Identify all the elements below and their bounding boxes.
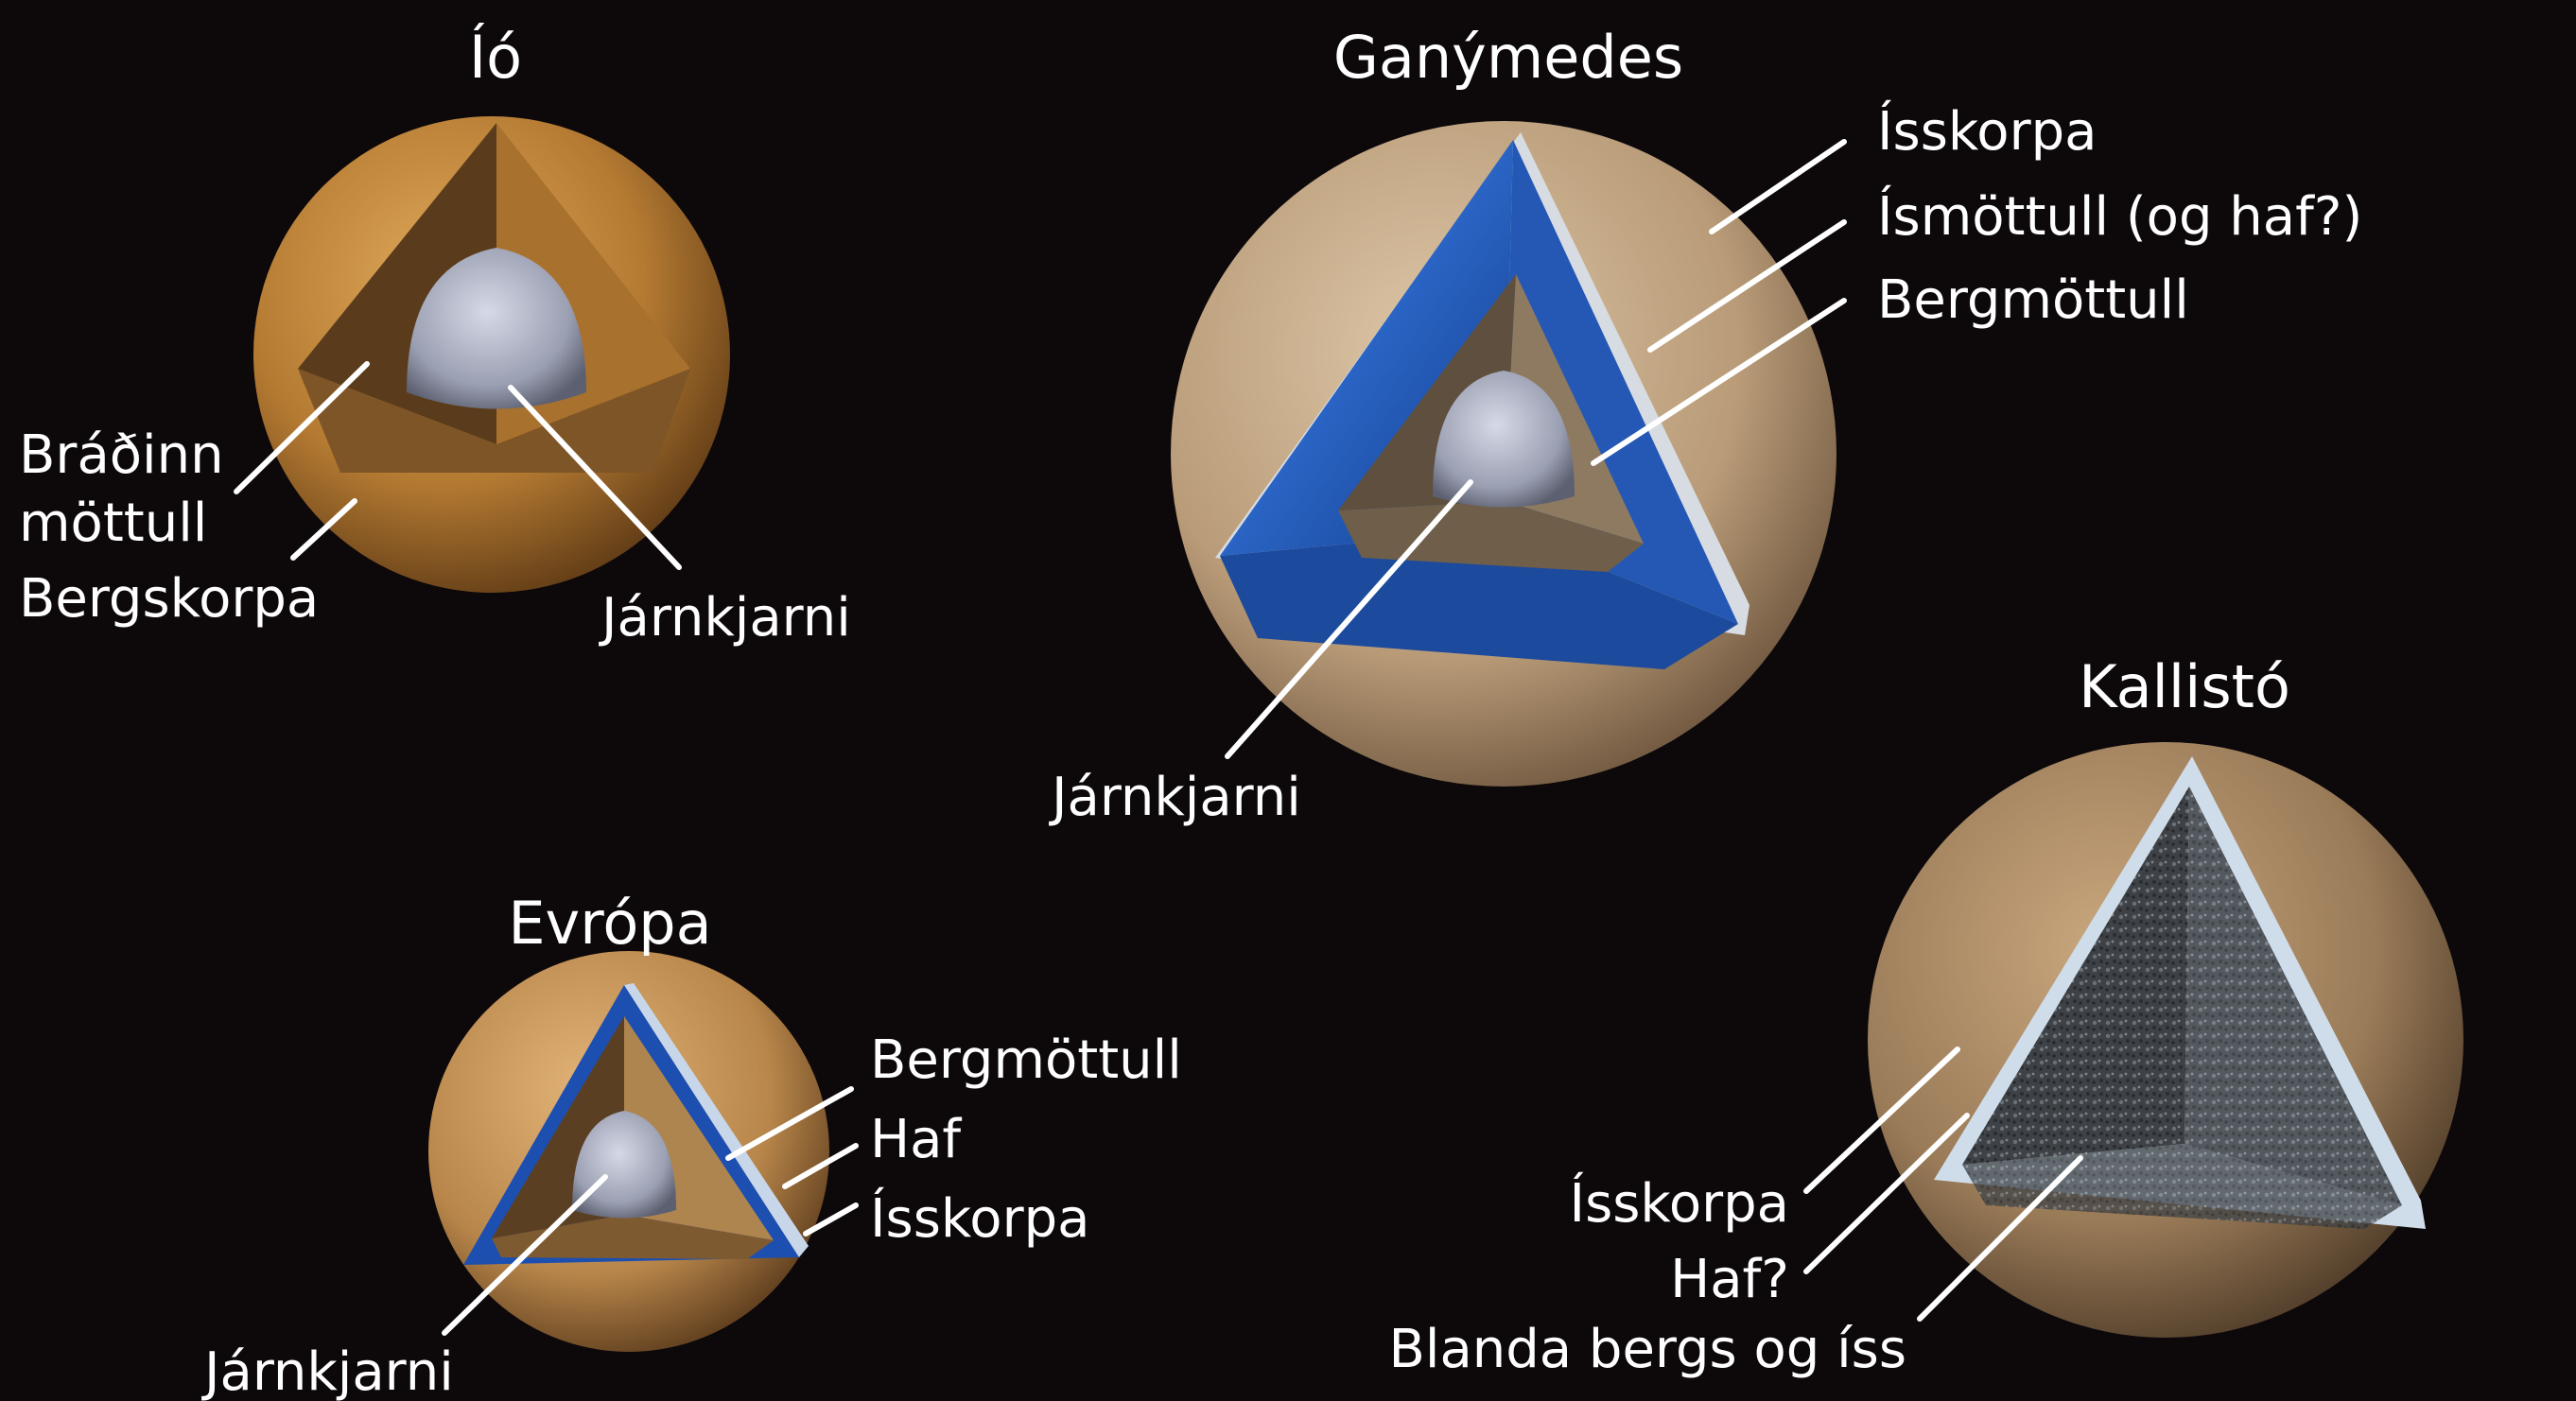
europa-diagram: Evrópa Bergmöttull Haf Ísskorpa Járnkjar… xyxy=(201,889,1182,1401)
callisto-ocean-label: Haf? xyxy=(1670,1249,1789,1310)
europa-iron-core-label: Járnkjarni xyxy=(201,1341,454,1401)
io-diagram: Íó Bráðinn möttull Bergskorpa Járnkjarni xyxy=(19,23,851,649)
ganymede-iron-core-label: Járnkjarni xyxy=(1049,767,1301,828)
ganymede-ice-crust-label: Ísskorpa xyxy=(1877,100,2097,163)
ganymede-rock-mantle-label: Bergmöttull xyxy=(1877,269,2189,331)
io-iron-core-label: Járnkjarni xyxy=(599,587,851,649)
ganymede-title: Ganýmedes xyxy=(1333,23,1683,92)
callisto-ice-crust-label: Ísskorpa xyxy=(1570,1172,1789,1235)
io-title: Íó xyxy=(469,23,522,92)
io-rock-crust-label: Bergskorpa xyxy=(19,568,319,630)
ganymede-ice-mantle-label: Ísmöttull (og haf?) xyxy=(1877,185,2362,248)
ganymede-ice-crust-leader xyxy=(1712,142,1844,232)
callisto-mix-label: Blanda bergs og íss xyxy=(1388,1319,1906,1380)
europa-ice-crust-label: Ísskorpa xyxy=(870,1187,1089,1250)
europa-rock-mantle-label: Bergmöttull xyxy=(870,1029,1182,1091)
io-molten-mantle-label-line2: möttull xyxy=(19,493,207,554)
callisto-title: Kallistó xyxy=(2079,652,2290,721)
europa-title: Evrópa xyxy=(508,889,711,958)
europa-ocean-label: Haf xyxy=(870,1109,962,1170)
io-molten-mantle-label-line1: Bráðinn xyxy=(19,424,224,486)
